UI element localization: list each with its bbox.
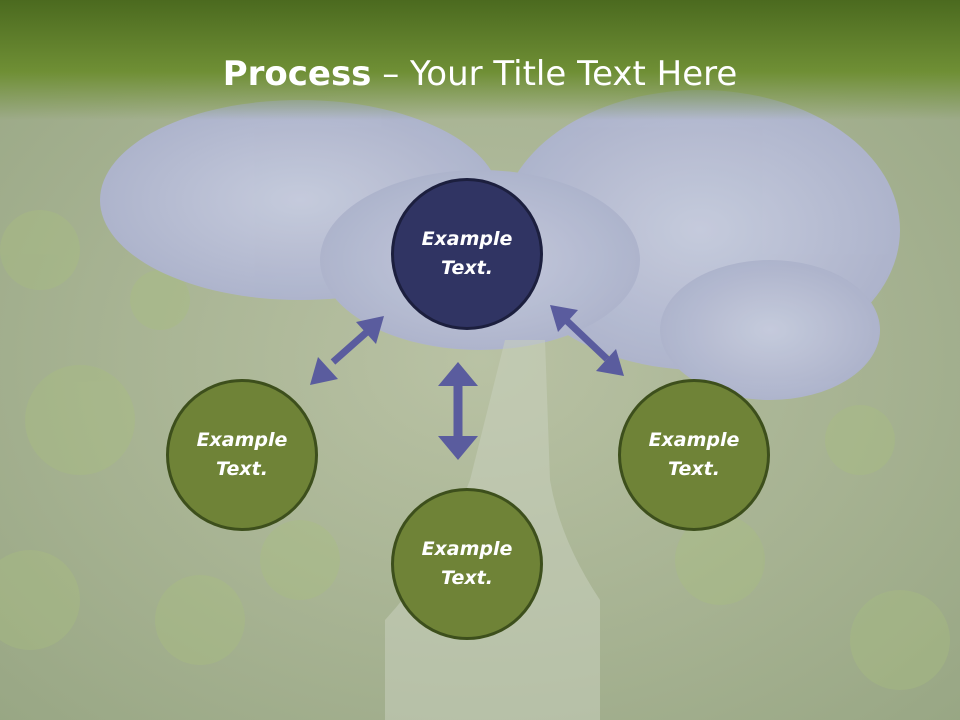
title-rest: – Your Title Text Here bbox=[371, 54, 738, 94]
node-text-line1: Example bbox=[196, 429, 288, 451]
node-text-line2: Text. bbox=[668, 458, 720, 480]
node-text-line2: Text. bbox=[216, 458, 268, 480]
process-node-left[interactable]: Example Text. bbox=[166, 379, 318, 531]
title-bar bbox=[0, 0, 960, 120]
process-node-center[interactable]: Example Text. bbox=[391, 178, 543, 330]
slide-title: Process – Your Title Text Here bbox=[0, 52, 960, 96]
node-text-line2: Text. bbox=[441, 567, 493, 589]
process-node-bottom[interactable]: Example Text. bbox=[391, 488, 543, 640]
title-bold: Process bbox=[222, 54, 372, 94]
node-text-line1: Example bbox=[421, 228, 513, 250]
node-text-line1: Example bbox=[648, 429, 740, 451]
node-text-line1: Example bbox=[421, 538, 513, 560]
node-text-line2: Text. bbox=[441, 257, 493, 279]
process-node-right[interactable]: Example Text. bbox=[618, 379, 770, 531]
